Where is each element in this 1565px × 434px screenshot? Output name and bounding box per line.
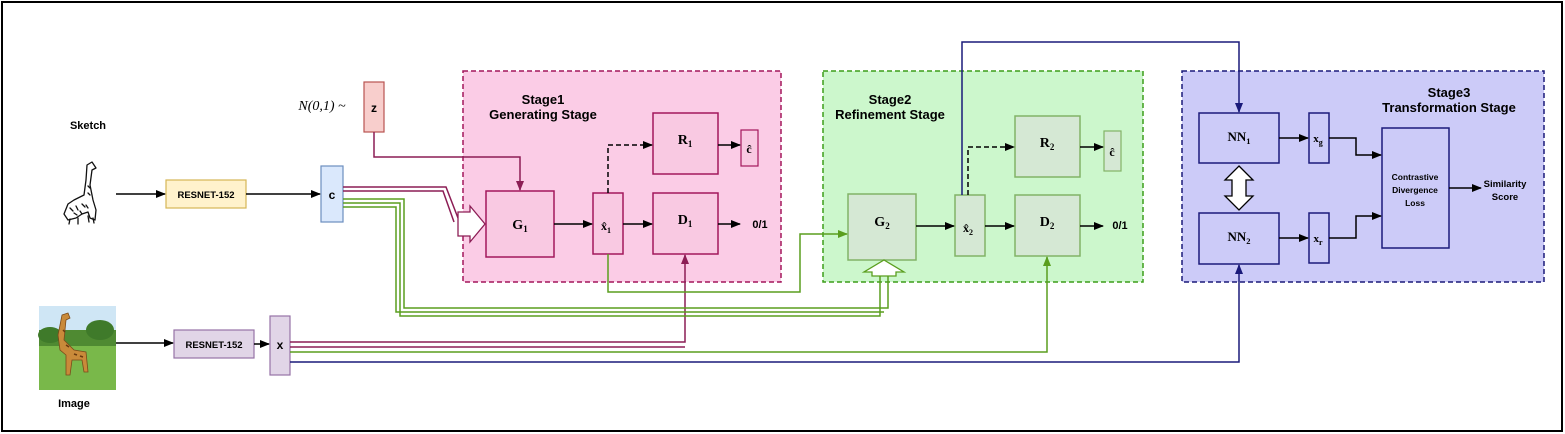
d1-label: D1 [678,213,693,229]
stage1-title: Stage1 [522,92,565,107]
stage3-title: Stage3 [1428,85,1471,100]
stage3-subtitle: Transformation Stage [1382,100,1516,115]
nn1-label: NN1 [1227,129,1250,146]
loss-label-3: Loss [1405,198,1425,208]
loss-label-2: Divergence [1392,185,1438,195]
d1-output-label: 0/1 [752,219,767,231]
black-connectors [116,134,1482,348]
noise-label: N(0,1) ~ [297,99,346,114]
c-label: c [329,188,336,202]
x1-hat-label: x̂1 [601,219,611,235]
r1-box [652,112,719,175]
image-encoder-box [173,329,255,359]
x2-hat-box [954,194,986,257]
sketch-image [63,161,97,225]
nn1-box [1198,112,1280,164]
sketch-encoder-box [165,179,247,209]
g1-input-arrow [457,204,486,244]
d2-output-label: 0/1 [1112,220,1127,232]
maroon-connectors [290,132,689,348]
z-label: z [371,101,377,115]
r2-label: R2 [1040,136,1055,152]
similarity-label-1: Similarity [1484,179,1527,190]
sketch-label: Sketch [70,120,106,132]
loss-box [1381,127,1450,249]
d2-label: D2 [1040,215,1055,231]
loss-label-1: Contrastive [1392,172,1439,182]
navy-connectors [290,41,1243,363]
photo-image [38,306,116,390]
r2-box [1014,115,1081,178]
xr-label: xr [1313,233,1323,247]
sketch-encoder-label: RESNET-152 [177,190,234,201]
x-label: x [277,338,284,352]
x2-hat-label: x̂2 [963,221,973,237]
shared-weights-arrow [1223,165,1255,211]
xg-label: xg [1313,133,1323,147]
c1-hat-box [740,129,759,167]
g2-input-arrow [861,259,907,277]
stage2-title: Stage2 [869,92,912,107]
g1-box [485,190,555,258]
stage2-subtitle: Refinement Stage [835,107,945,122]
c2-hat-label: ĉ [1109,145,1115,159]
image-encoder-label: RESNET-152 [185,340,242,351]
c1-hat-label: ĉ [746,142,752,156]
x-box [269,315,291,376]
g2-label: G2 [874,215,890,231]
image-label: Image [58,398,90,410]
c2-hat-box [1103,130,1122,172]
stage1-subtitle: Generating Stage [489,107,597,122]
nn2-label: NN2 [1227,229,1250,246]
g2-box [847,193,917,261]
x1-hat-box [592,192,624,255]
c-box [320,165,344,223]
g1-label: G1 [512,218,528,234]
green-connectors [290,198,1051,353]
d1-box [652,192,719,255]
r1-label: R1 [678,133,693,149]
similarity-label-2: Score [1492,192,1518,203]
